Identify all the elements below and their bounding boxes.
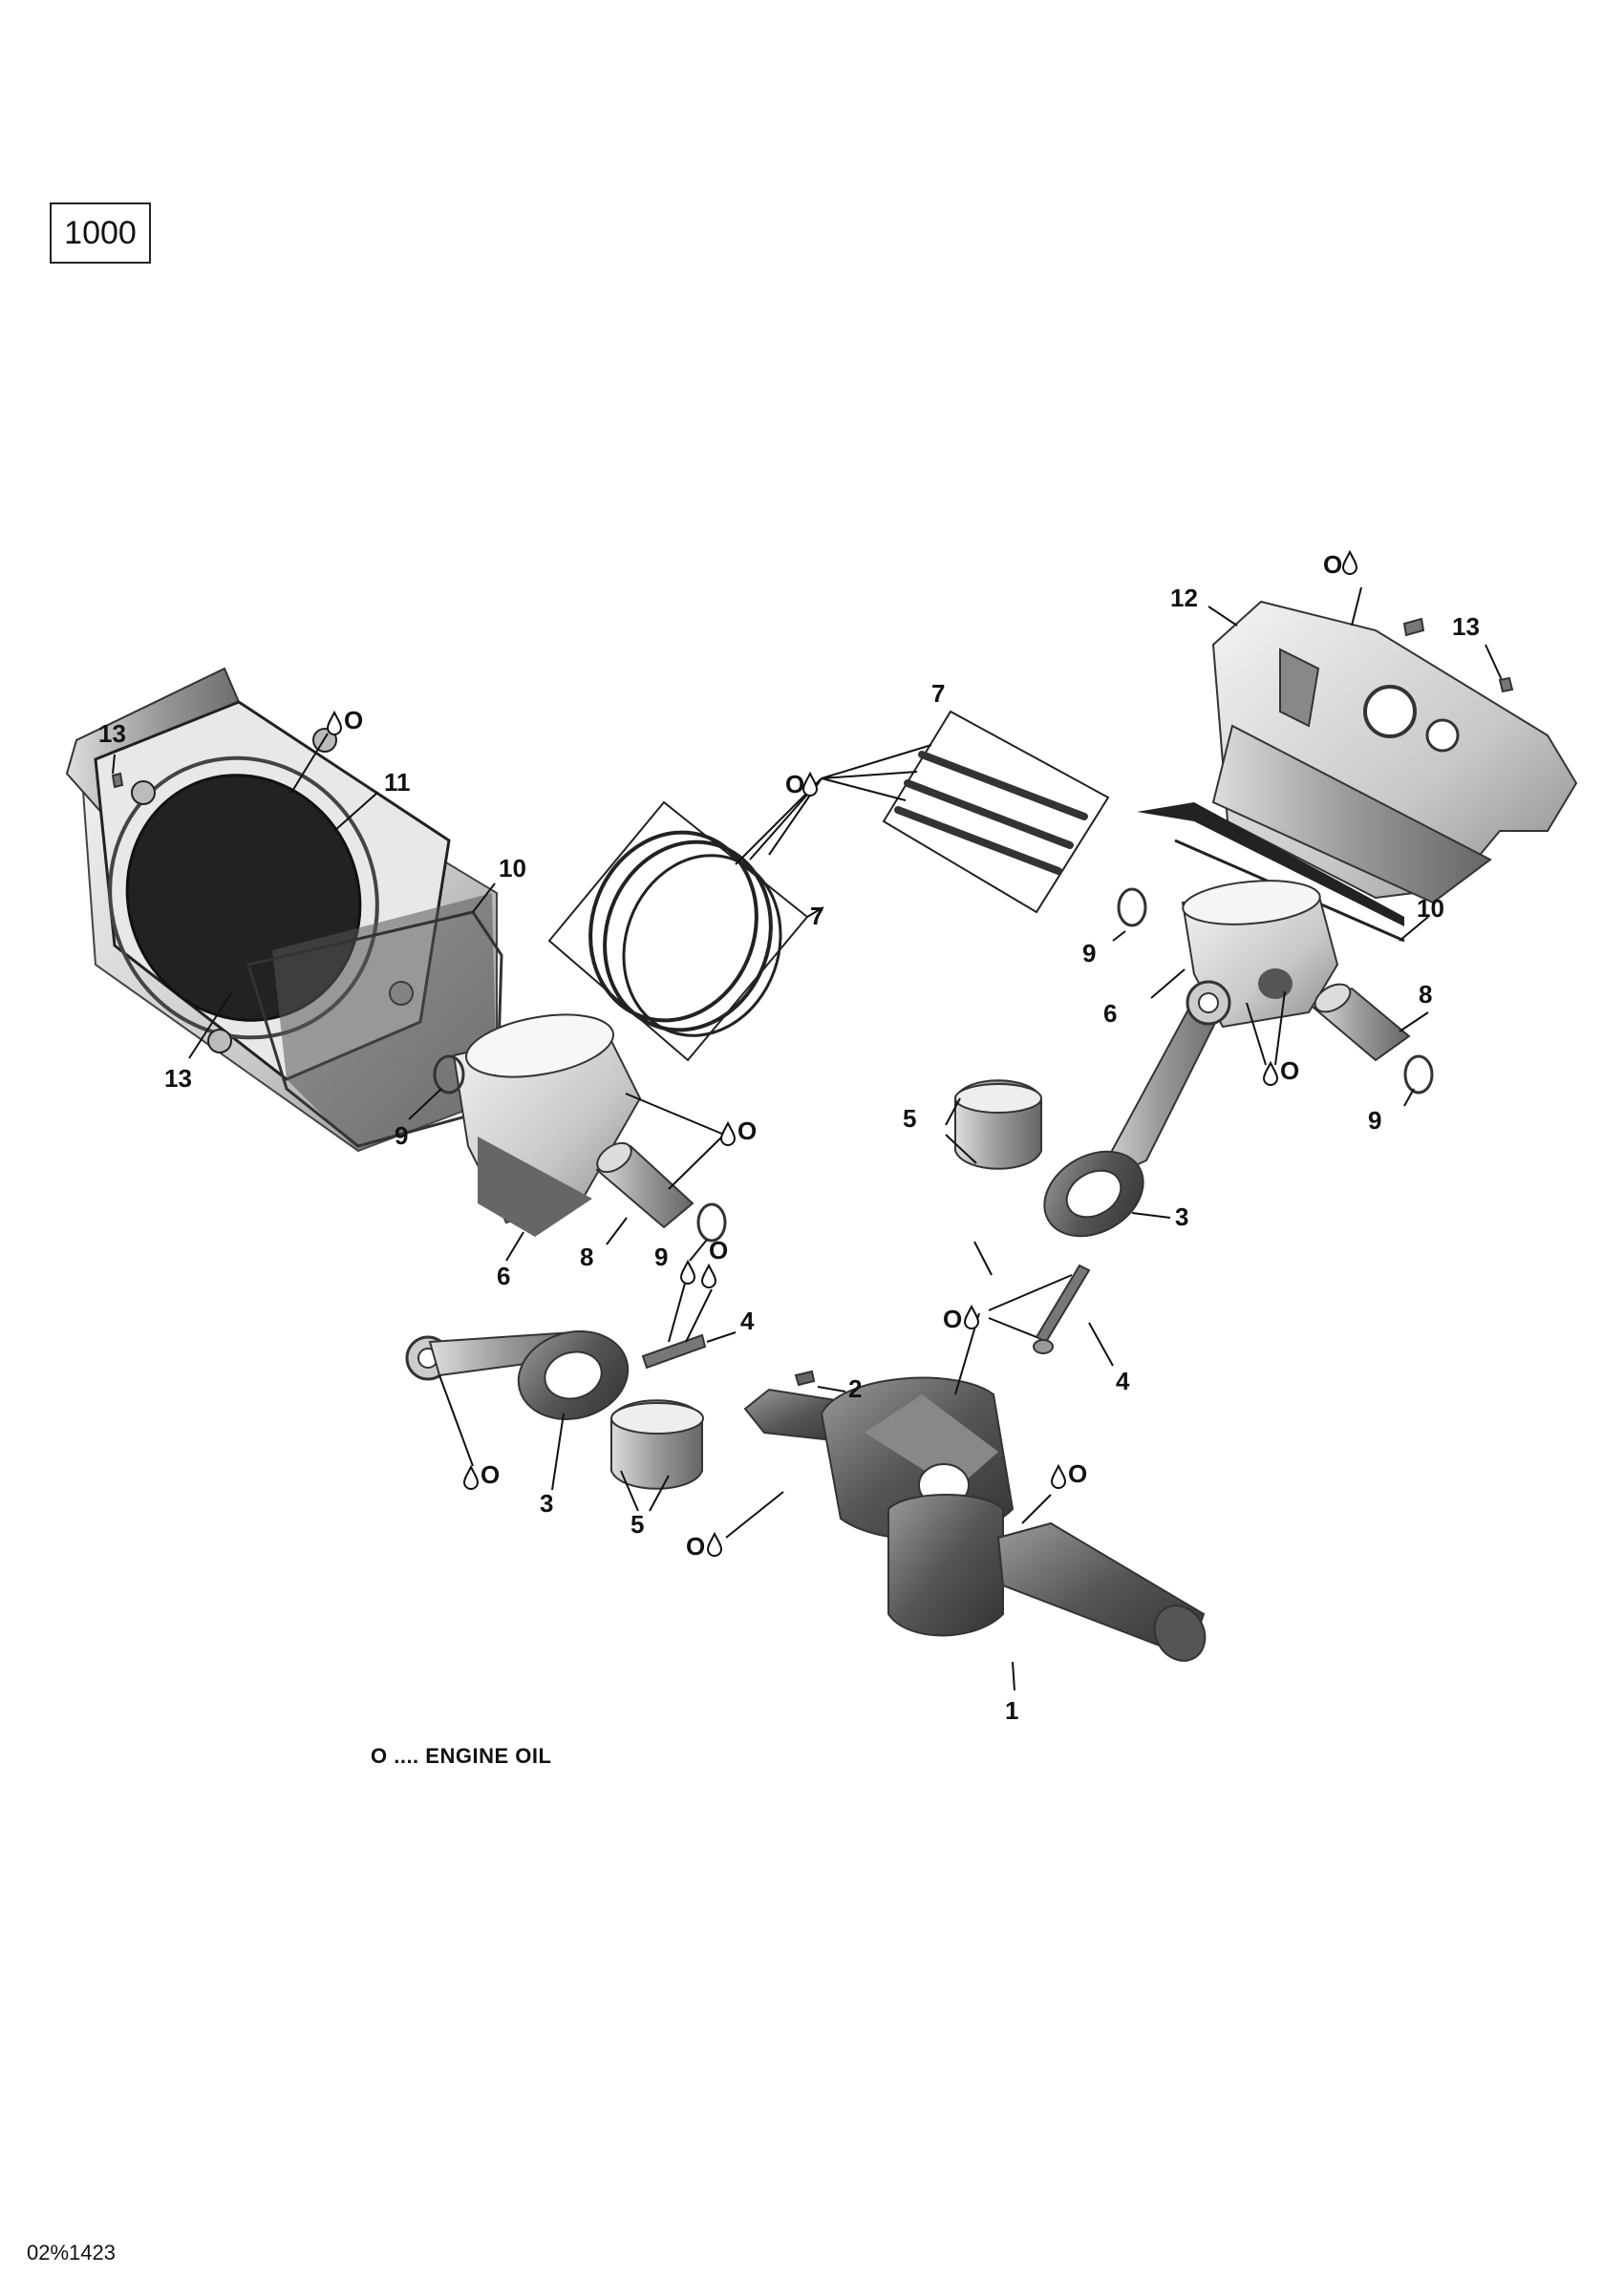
oil-drop-icon — [1342, 551, 1357, 575]
legend-engine-oil: O .... ENGINE OIL — [371, 1744, 552, 1768]
callout-screw-right: 13 — [1452, 612, 1480, 641]
rear-rod-bolt — [1033, 1264, 1091, 1354]
front-circlip-upper — [433, 1054, 465, 1095]
callout-front-gasket: 10 — [499, 854, 526, 882]
svg-text:O: O — [344, 706, 363, 734]
rear-rod-bearings — [954, 1079, 1042, 1170]
svg-text:O: O — [1323, 550, 1342, 579]
diagram-reference-code: 02%1423 — [27, 2241, 116, 2264]
front-wrist-pin — [595, 1141, 694, 1229]
screw-13-right-lower — [1498, 676, 1514, 693]
callout-front-cylinder: 11 — [384, 768, 411, 797]
callout-rear-clip-lower: 9 — [1368, 1106, 1381, 1135]
callout-rear-pin: 8 — [1419, 980, 1432, 1009]
front-circlip-lower — [696, 1202, 727, 1243]
callout-screw-left-top: 13 — [98, 719, 126, 748]
svg-text:O: O — [785, 770, 804, 798]
svg-text:O: O — [943, 1305, 962, 1333]
callout-rear-clip-upper: 9 — [1082, 939, 1096, 967]
callout-key: 2 — [848, 1374, 862, 1403]
svg-text:O: O — [737, 1116, 757, 1145]
oil-drop-icon — [701, 1265, 716, 1288]
svg-text:O: O — [1068, 1459, 1087, 1488]
oil-mark-front-piston: O — [720, 1116, 757, 1146]
front-piston — [452, 1013, 642, 1237]
oil-drop-icon — [1263, 1062, 1278, 1086]
oil-drop-icon — [964, 1306, 979, 1329]
oil-drop-icon — [680, 1261, 695, 1285]
callout-rear-rod: 3 — [1175, 1202, 1188, 1231]
callout-rear-piston: 6 — [1103, 999, 1117, 1028]
front-rod-bolt — [641, 1333, 707, 1370]
oil-mark-rear-cylinder: O — [1323, 550, 1357, 579]
callout-front-clip-upper: 9 — [395, 1121, 408, 1150]
callout-rear-bolt: 4 — [1116, 1367, 1130, 1395]
svg-text:O: O — [709, 1236, 728, 1265]
callout-rear-cylinder: 12 — [1170, 584, 1198, 612]
rear-wrist-pin — [1312, 983, 1411, 1062]
oil-mark-front-bolt: O — [680, 1236, 728, 1288]
callout-front-bolt: 4 — [740, 1307, 755, 1335]
oil-mark-left-cylinder: O — [327, 706, 363, 735]
callout-front-bearings: 5 — [630, 1510, 644, 1539]
callout-front-clip-lower: 9 — [654, 1243, 668, 1271]
front-cylinder — [65, 667, 498, 1153]
callout-crankshaft: 1 — [1005, 1696, 1018, 1725]
model-code-box: 1000 — [50, 202, 151, 264]
callout-rear-gasket: 10 — [1417, 894, 1444, 923]
rear-circlip-lower — [1403, 1054, 1434, 1095]
callout-rear-bearings: 5 — [903, 1104, 916, 1133]
woodruff-key — [794, 1370, 816, 1387]
oil-mark-rings: O — [785, 770, 818, 798]
front-rod-bearings — [610, 1399, 704, 1490]
callout-rings-top: 7 — [931, 679, 945, 708]
oil-drop-icon — [463, 1466, 479, 1490]
svg-text:O: O — [686, 1532, 705, 1561]
svg-text:O: O — [1280, 1056, 1299, 1085]
oil-mark-front-rod: O — [463, 1460, 500, 1490]
callout-screw-left-bottom: 13 — [164, 1064, 192, 1093]
callout-front-piston: 6 — [497, 1262, 510, 1290]
svg-text:O: O — [481, 1460, 500, 1489]
oil-drop-icon — [1051, 1465, 1066, 1489]
callout-front-pin: 8 — [580, 1243, 593, 1271]
rear-cylinder — [1211, 600, 1578, 904]
rear-connecting-rod — [1043, 980, 1231, 1238]
callout-labels: 1 2 3 3 4 4 5 5 6 6 7 7 7 8 8 9 9 9 9 10… — [98, 584, 1480, 1725]
oil-drop-icon — [720, 1122, 736, 1146]
oil-mark-crank-left: O — [686, 1532, 722, 1561]
oil-drop-icon — [802, 773, 818, 797]
oil-drop-icon — [707, 1533, 722, 1557]
front-connecting-rod — [405, 1330, 630, 1420]
oil-mark-rear-bolt: O — [943, 1305, 979, 1333]
oil-mark-rear-pin: O — [1263, 1056, 1299, 1086]
piston-rings-box-rear — [882, 710, 1110, 914]
oil-drop-icon — [327, 712, 342, 735]
oil-marks: O O O O O O — [327, 550, 1357, 1561]
callout-rings-left: 7 — [810, 902, 823, 930]
crankshaft — [743, 1376, 1207, 1662]
screw-13-left — [111, 772, 124, 789]
rear-circlip-upper — [1117, 887, 1147, 927]
callout-front-rod: 3 — [540, 1489, 553, 1518]
screw-13-right-upper — [1402, 617, 1425, 637]
oil-mark-crank-right: O — [1051, 1459, 1087, 1489]
